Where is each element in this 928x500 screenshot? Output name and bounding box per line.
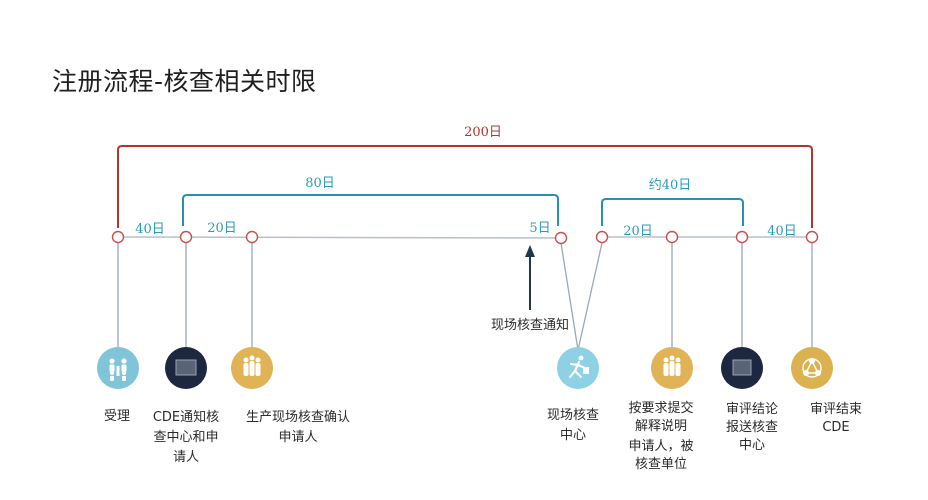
- segment-label: 20日: [623, 224, 653, 239]
- feedback-bracket: [601, 198, 744, 226]
- svg-text:受理: 受理: [104, 409, 130, 424]
- inspection-duration-label: 80日: [305, 176, 335, 191]
- svg-text:CDE通知核: CDE通知核: [153, 409, 219, 425]
- runner-icon: [557, 347, 599, 389]
- inspection-bracket: [182, 194, 559, 226]
- svg-text:生产现场核查确认: 生产现场核查确认: [246, 410, 350, 425]
- svg-text:按要求提交: 按要求提交: [628, 400, 693, 416]
- notification-label: 现场核查通知: [491, 317, 569, 333]
- milestone-node: [111, 230, 125, 244]
- svg-text:中心: 中心: [560, 428, 586, 443]
- crowd-icon: [231, 347, 273, 389]
- svg-text:核查单位: 核查单位: [635, 457, 687, 472]
- node-label-1: CDE通知核 查中心和申 请人: [153, 409, 219, 465]
- svg-text:中心: 中心: [739, 438, 765, 453]
- svg-text:请人: 请人: [173, 450, 199, 465]
- svg-text:审评结束: 审评结束: [810, 402, 862, 417]
- monitor-icon: [721, 347, 763, 389]
- svg-text:审评结论: 审评结论: [726, 402, 778, 417]
- svg-text:CDE: CDE: [822, 420, 849, 435]
- svg-text:解释说明: 解释说明: [635, 419, 687, 434]
- milestone-node: [595, 230, 609, 244]
- node-label-2: 生产现场核查确认 申请人: [246, 410, 350, 445]
- arrow-head-icon: [525, 245, 535, 257]
- node-label-4: 按要求提交 解释说明 申请人，被 核查单位: [628, 400, 693, 472]
- feedback-duration-label: 约40日: [649, 178, 692, 193]
- svg-text:报送核查: 报送核查: [726, 420, 778, 435]
- milestone-node: [735, 230, 749, 244]
- segment-label: 40日: [767, 224, 797, 239]
- milestone-node: [245, 230, 259, 244]
- segment-label: 40日: [135, 222, 165, 237]
- page-title: 注册流程-核查相关时限: [52, 67, 317, 96]
- node-label-3: 现场核查 中心: [547, 408, 599, 443]
- total-duration-label: 200日: [464, 125, 502, 140]
- milestone-node: [665, 230, 679, 244]
- total-bracket: [117, 145, 813, 228]
- svg-text:查中心和申: 查中心和申: [153, 430, 218, 445]
- crowd-icon: [651, 347, 693, 389]
- people-icon: [97, 347, 139, 389]
- milestone-node: [554, 231, 568, 245]
- milestone-node: [805, 230, 819, 244]
- node-label-0: 受理: [104, 409, 130, 424]
- segment-label: 20日: [207, 221, 237, 236]
- network-icon: [791, 347, 833, 389]
- svg-text:申请人，被: 申请人，被: [628, 439, 693, 454]
- segment-label: 5日: [529, 221, 550, 236]
- milestone-node: [179, 230, 193, 244]
- node-label-6: 审评结束 CDE: [810, 402, 862, 435]
- svg-text:现场核查: 现场核查: [547, 408, 599, 423]
- monitor-icon: [165, 347, 207, 389]
- svg-text:申请人: 申请人: [278, 430, 317, 445]
- connectors: [117, 242, 813, 351]
- node-label-5: 审评结论 报送核查 中心: [726, 402, 778, 453]
